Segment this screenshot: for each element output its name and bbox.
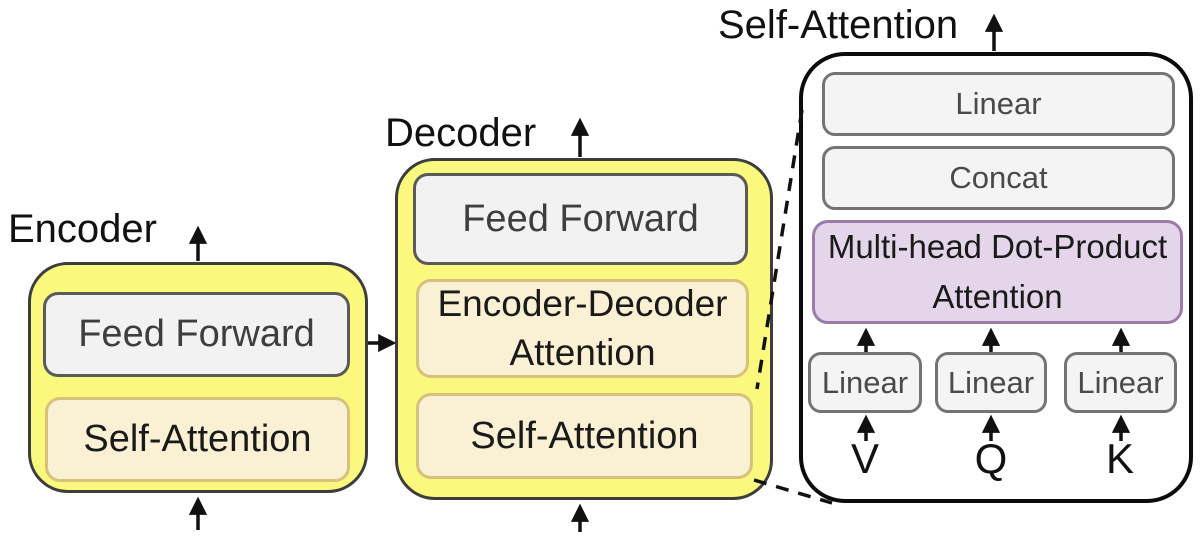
detail-multihead-attention-block: Multi-head Dot-Product Attention [812, 220, 1183, 324]
encoder-self-attention-block: Self-Attention [45, 397, 350, 482]
encoder-feed-forward-block: Feed Forward [43, 292, 350, 377]
input-q-label: Q [974, 435, 1008, 482]
detail-linear-k-block: Linear [1064, 352, 1177, 413]
input-k-label: K [1105, 435, 1134, 482]
decoder-encoder-decoder-attention-block: Encoder-Decoder Attention [416, 279, 749, 378]
self-attention-detail-label: Self-Attention [718, 3, 959, 47]
input-v-label: V [850, 435, 879, 482]
detail-linear-v-block: Linear [808, 352, 922, 413]
encoder-label: Encoder [8, 207, 157, 251]
decoder-self-attention-block: Self-Attention [416, 393, 753, 479]
detail-concat-block: Concat [822, 146, 1175, 210]
detail-linear-output-block: Linear [822, 72, 1175, 136]
detail-linear-q-block: Linear [935, 352, 1047, 413]
decoder-label: Decoder [385, 111, 537, 155]
decoder-feed-forward-block: Feed Forward [413, 173, 748, 265]
